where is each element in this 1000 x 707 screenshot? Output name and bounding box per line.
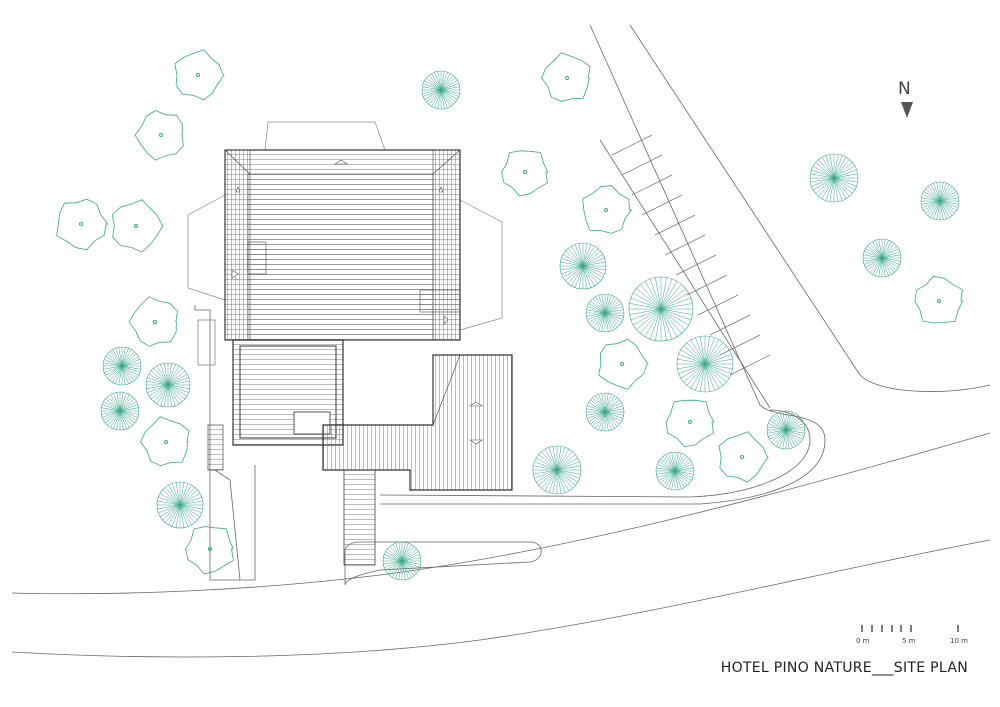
tree-icon (628, 276, 694, 342)
tree-icon (585, 392, 625, 432)
tree-icon (56, 198, 109, 251)
tree-icon (185, 526, 234, 575)
road-lines (11, 24, 991, 658)
tree-icon (766, 410, 806, 450)
tree-icon (501, 150, 549, 197)
tree-icon (128, 296, 178, 347)
tree-icon (582, 185, 633, 234)
scale-label-0: 0 m (856, 637, 870, 645)
drawing-title: HOTEL PINO NATURE___SITE PLAN (720, 660, 968, 676)
tree-icon (585, 293, 625, 333)
tree-icon (532, 445, 582, 495)
tree-icon (665, 399, 715, 448)
tree-icon (655, 451, 695, 491)
scale-bar (861, 625, 959, 632)
tree-icon (914, 275, 964, 324)
tree-icon (421, 70, 461, 110)
tree-icon (676, 335, 734, 393)
hotel-building (187, 121, 513, 566)
tree-icon (559, 242, 607, 290)
tree-icon (134, 110, 184, 161)
tree-icon (174, 49, 225, 101)
tree-icon (809, 153, 859, 203)
tree-icon (145, 362, 191, 408)
tree-icon (718, 431, 769, 483)
scale-label-5: 5 m (902, 637, 916, 645)
tree-icon (541, 52, 591, 102)
north-label: N (898, 79, 911, 99)
tree-icon (862, 238, 902, 278)
scale-label-10: 10 m (950, 637, 968, 645)
tree-icon (140, 416, 190, 467)
tree-group (56, 49, 964, 581)
tree-icon (382, 541, 422, 581)
tree-icon (598, 338, 649, 390)
tree-icon (920, 181, 960, 221)
tree-icon (102, 346, 142, 386)
north-arrow-icon (901, 102, 913, 118)
tree-icon (100, 391, 140, 431)
tree-icon (111, 199, 164, 253)
parking-spaces (611, 134, 771, 376)
tree-icon (156, 481, 204, 529)
